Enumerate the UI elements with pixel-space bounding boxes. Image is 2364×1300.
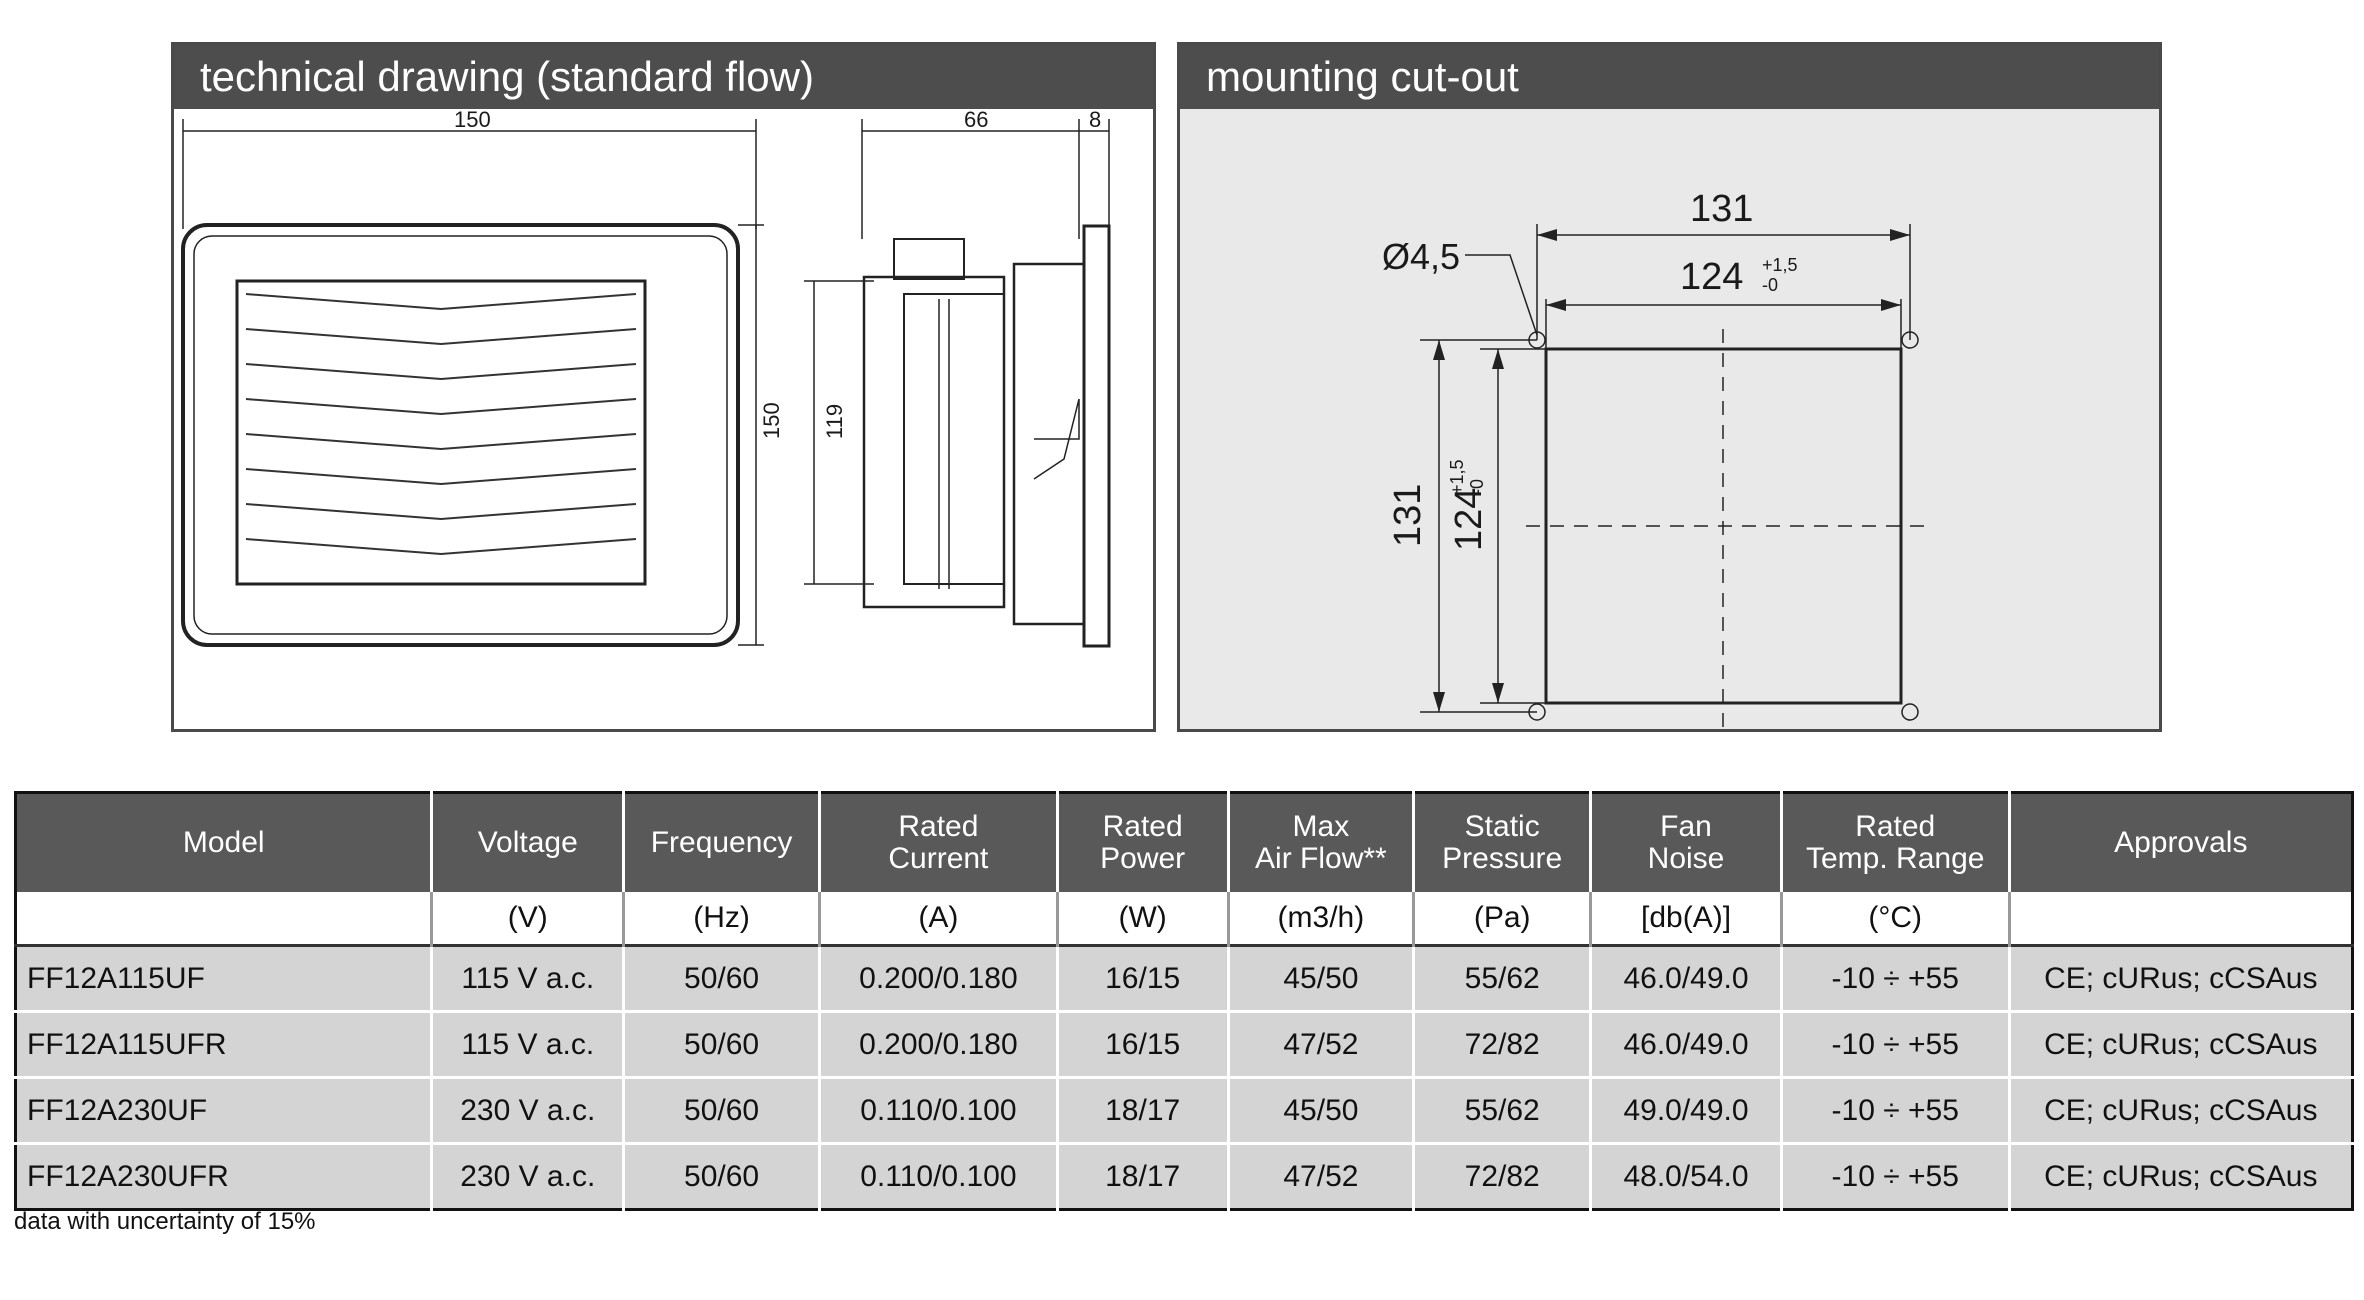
dim-outer-131-horizontal: 131 xyxy=(1690,188,1753,230)
uncertainty-footnote: data with uncertainty of 15% xyxy=(14,1208,316,1235)
tolerance-upper-vertical: +1,5 xyxy=(1447,459,1467,495)
unit-cell xyxy=(15,892,434,946)
unit-cell: (V) xyxy=(431,892,626,946)
technical-drawing-panel: technical drawing (standard flow) xyxy=(171,42,1156,732)
cell-temp-range: -10 ÷ +55 xyxy=(1781,1142,2011,1210)
hole-diameter-label: Ø4,5 xyxy=(1382,236,1460,277)
header-temp-range: Rated Temp. Range xyxy=(1781,792,2011,892)
table-row: FF12A115UFR 115 V a.c. 50/60 0.200/0.180… xyxy=(15,1010,2353,1078)
grille-louvers xyxy=(245,293,637,556)
cell-power: 18/17 xyxy=(1057,1076,1230,1144)
cell-voltage: 115 V a.c. xyxy=(431,1010,626,1078)
cell-air-flow: 45/50 xyxy=(1228,944,1416,1012)
dim-width-150: 150 xyxy=(454,109,491,132)
cell-model: FF12A230UF xyxy=(15,1076,434,1144)
cell-approvals: CE; cURus; cCSAus xyxy=(2009,1142,2353,1210)
specification-table: Model Voltage Frequency Rated Current Ra… xyxy=(14,791,2354,1211)
cell-pressure: 72/82 xyxy=(1413,1142,1593,1210)
cell-pressure: 72/82 xyxy=(1413,1010,1593,1078)
header-voltage: Voltage xyxy=(431,792,626,892)
cell-temp-range: -10 ÷ +55 xyxy=(1781,1076,2011,1144)
unit-cell: (A) xyxy=(819,892,1059,946)
cell-air-flow: 47/52 xyxy=(1228,1142,1416,1210)
table-row: FF12A230UFR 230 V a.c. 50/60 0.110/0.100… xyxy=(15,1142,2353,1210)
cell-current: 0.200/0.180 xyxy=(819,1010,1059,1078)
header-model: Model xyxy=(15,792,434,892)
cell-frequency: 50/60 xyxy=(623,1076,821,1144)
unit-cell: (m3/h) xyxy=(1228,892,1416,946)
cell-frequency: 50/60 xyxy=(623,1142,821,1210)
unit-cell: (Pa) xyxy=(1413,892,1593,946)
cell-noise: 48.0/54.0 xyxy=(1590,1142,1783,1210)
unit-cell xyxy=(2009,892,2353,946)
unit-cell: [db(A)] xyxy=(1590,892,1783,946)
tolerance-upper-horizontal: +1,5 xyxy=(1762,255,1798,275)
cell-pressure: 55/62 xyxy=(1413,1076,1593,1144)
dim-height-150: 150 xyxy=(759,402,784,439)
tolerance-lower-horizontal: -0 xyxy=(1762,275,1778,295)
cell-air-flow: 47/52 xyxy=(1228,1010,1416,1078)
header-max-air-flow: Max Air Flow** xyxy=(1228,792,1416,892)
unit-cell: (W) xyxy=(1057,892,1230,946)
cell-model: FF12A115UFR xyxy=(15,1010,434,1078)
header-approvals: Approvals xyxy=(2009,792,2353,892)
cutout-panel-title: mounting cut-out xyxy=(1180,45,2159,109)
tolerance-lower-vertical: -0 xyxy=(1467,479,1487,495)
mounting-cutout-drawing: Ø4,5 131 124 +1,5 -0 131 124 +1,5 -0 xyxy=(1382,188,1930,729)
units-row: (V) (Hz) (A) (W) (m3/h) (Pa) [db(A)] (°C… xyxy=(15,892,2353,946)
cell-approvals: CE; cURus; cCSAus xyxy=(2009,1010,2353,1078)
cell-noise: 46.0/49.0 xyxy=(1590,1010,1783,1078)
table-row: FF12A115UF 115 V a.c. 50/60 0.200/0.180 … xyxy=(15,944,2353,1012)
dim-depth-66: 66 xyxy=(964,109,988,132)
dim-inner-124-vertical: 124 xyxy=(1448,488,1490,551)
cell-voltage: 115 V a.c. xyxy=(431,944,626,1012)
header-frequency: Frequency xyxy=(623,792,821,892)
cell-current: 0.200/0.180 xyxy=(819,944,1059,1012)
header-rated-power: Rated Power xyxy=(1057,792,1230,892)
unit-cell: (°C) xyxy=(1781,892,2011,946)
table-row: FF12A230UF 230 V a.c. 50/60 0.110/0.100 … xyxy=(15,1076,2353,1144)
header-fan-noise: Fan Noise xyxy=(1590,792,1783,892)
dim-flange-8: 8 xyxy=(1089,109,1101,132)
dim-inner-124-horizontal: 124 xyxy=(1680,256,1743,298)
cell-power: 16/15 xyxy=(1057,1010,1230,1078)
mounting-cutout-panel: mounting cut-out xyxy=(1177,42,2162,732)
dim-height-119: 119 xyxy=(822,404,847,439)
drawing-panel-title: technical drawing (standard flow) xyxy=(174,45,1153,109)
cell-pressure: 55/62 xyxy=(1413,944,1593,1012)
cell-power: 16/15 xyxy=(1057,944,1230,1012)
cell-frequency: 50/60 xyxy=(623,1010,821,1078)
cell-model: FF12A230UFR xyxy=(15,1142,434,1210)
cell-approvals: CE; cURus; cCSAus xyxy=(2009,1076,2353,1144)
header-static-pressure: Static Pressure xyxy=(1413,792,1593,892)
table-header-row: Model Voltage Frequency Rated Current Ra… xyxy=(15,792,2353,892)
cell-noise: 46.0/49.0 xyxy=(1590,944,1783,1012)
cell-temp-range: -10 ÷ +55 xyxy=(1781,1010,2011,1078)
cell-model: FF12A115UF xyxy=(15,944,434,1012)
cell-air-flow: 45/50 xyxy=(1228,1076,1416,1144)
cell-current: 0.110/0.100 xyxy=(819,1076,1059,1144)
cell-approvals: CE; cURus; cCSAus xyxy=(2009,944,2353,1012)
cell-frequency: 50/60 xyxy=(623,944,821,1012)
cell-voltage: 230 V a.c. xyxy=(431,1142,626,1210)
dim-outer-131-vertical: 131 xyxy=(1387,484,1429,547)
cell-voltage: 230 V a.c. xyxy=(431,1076,626,1144)
cell-current: 0.110/0.100 xyxy=(819,1142,1059,1210)
technical-drawing: 150 66 8 150 119 xyxy=(181,109,1111,648)
header-rated-current: Rated Current xyxy=(819,792,1059,892)
cell-noise: 49.0/49.0 xyxy=(1590,1076,1783,1144)
cell-power: 18/17 xyxy=(1057,1142,1230,1210)
unit-cell: (Hz) xyxy=(623,892,821,946)
cell-temp-range: -10 ÷ +55 xyxy=(1781,944,2011,1012)
